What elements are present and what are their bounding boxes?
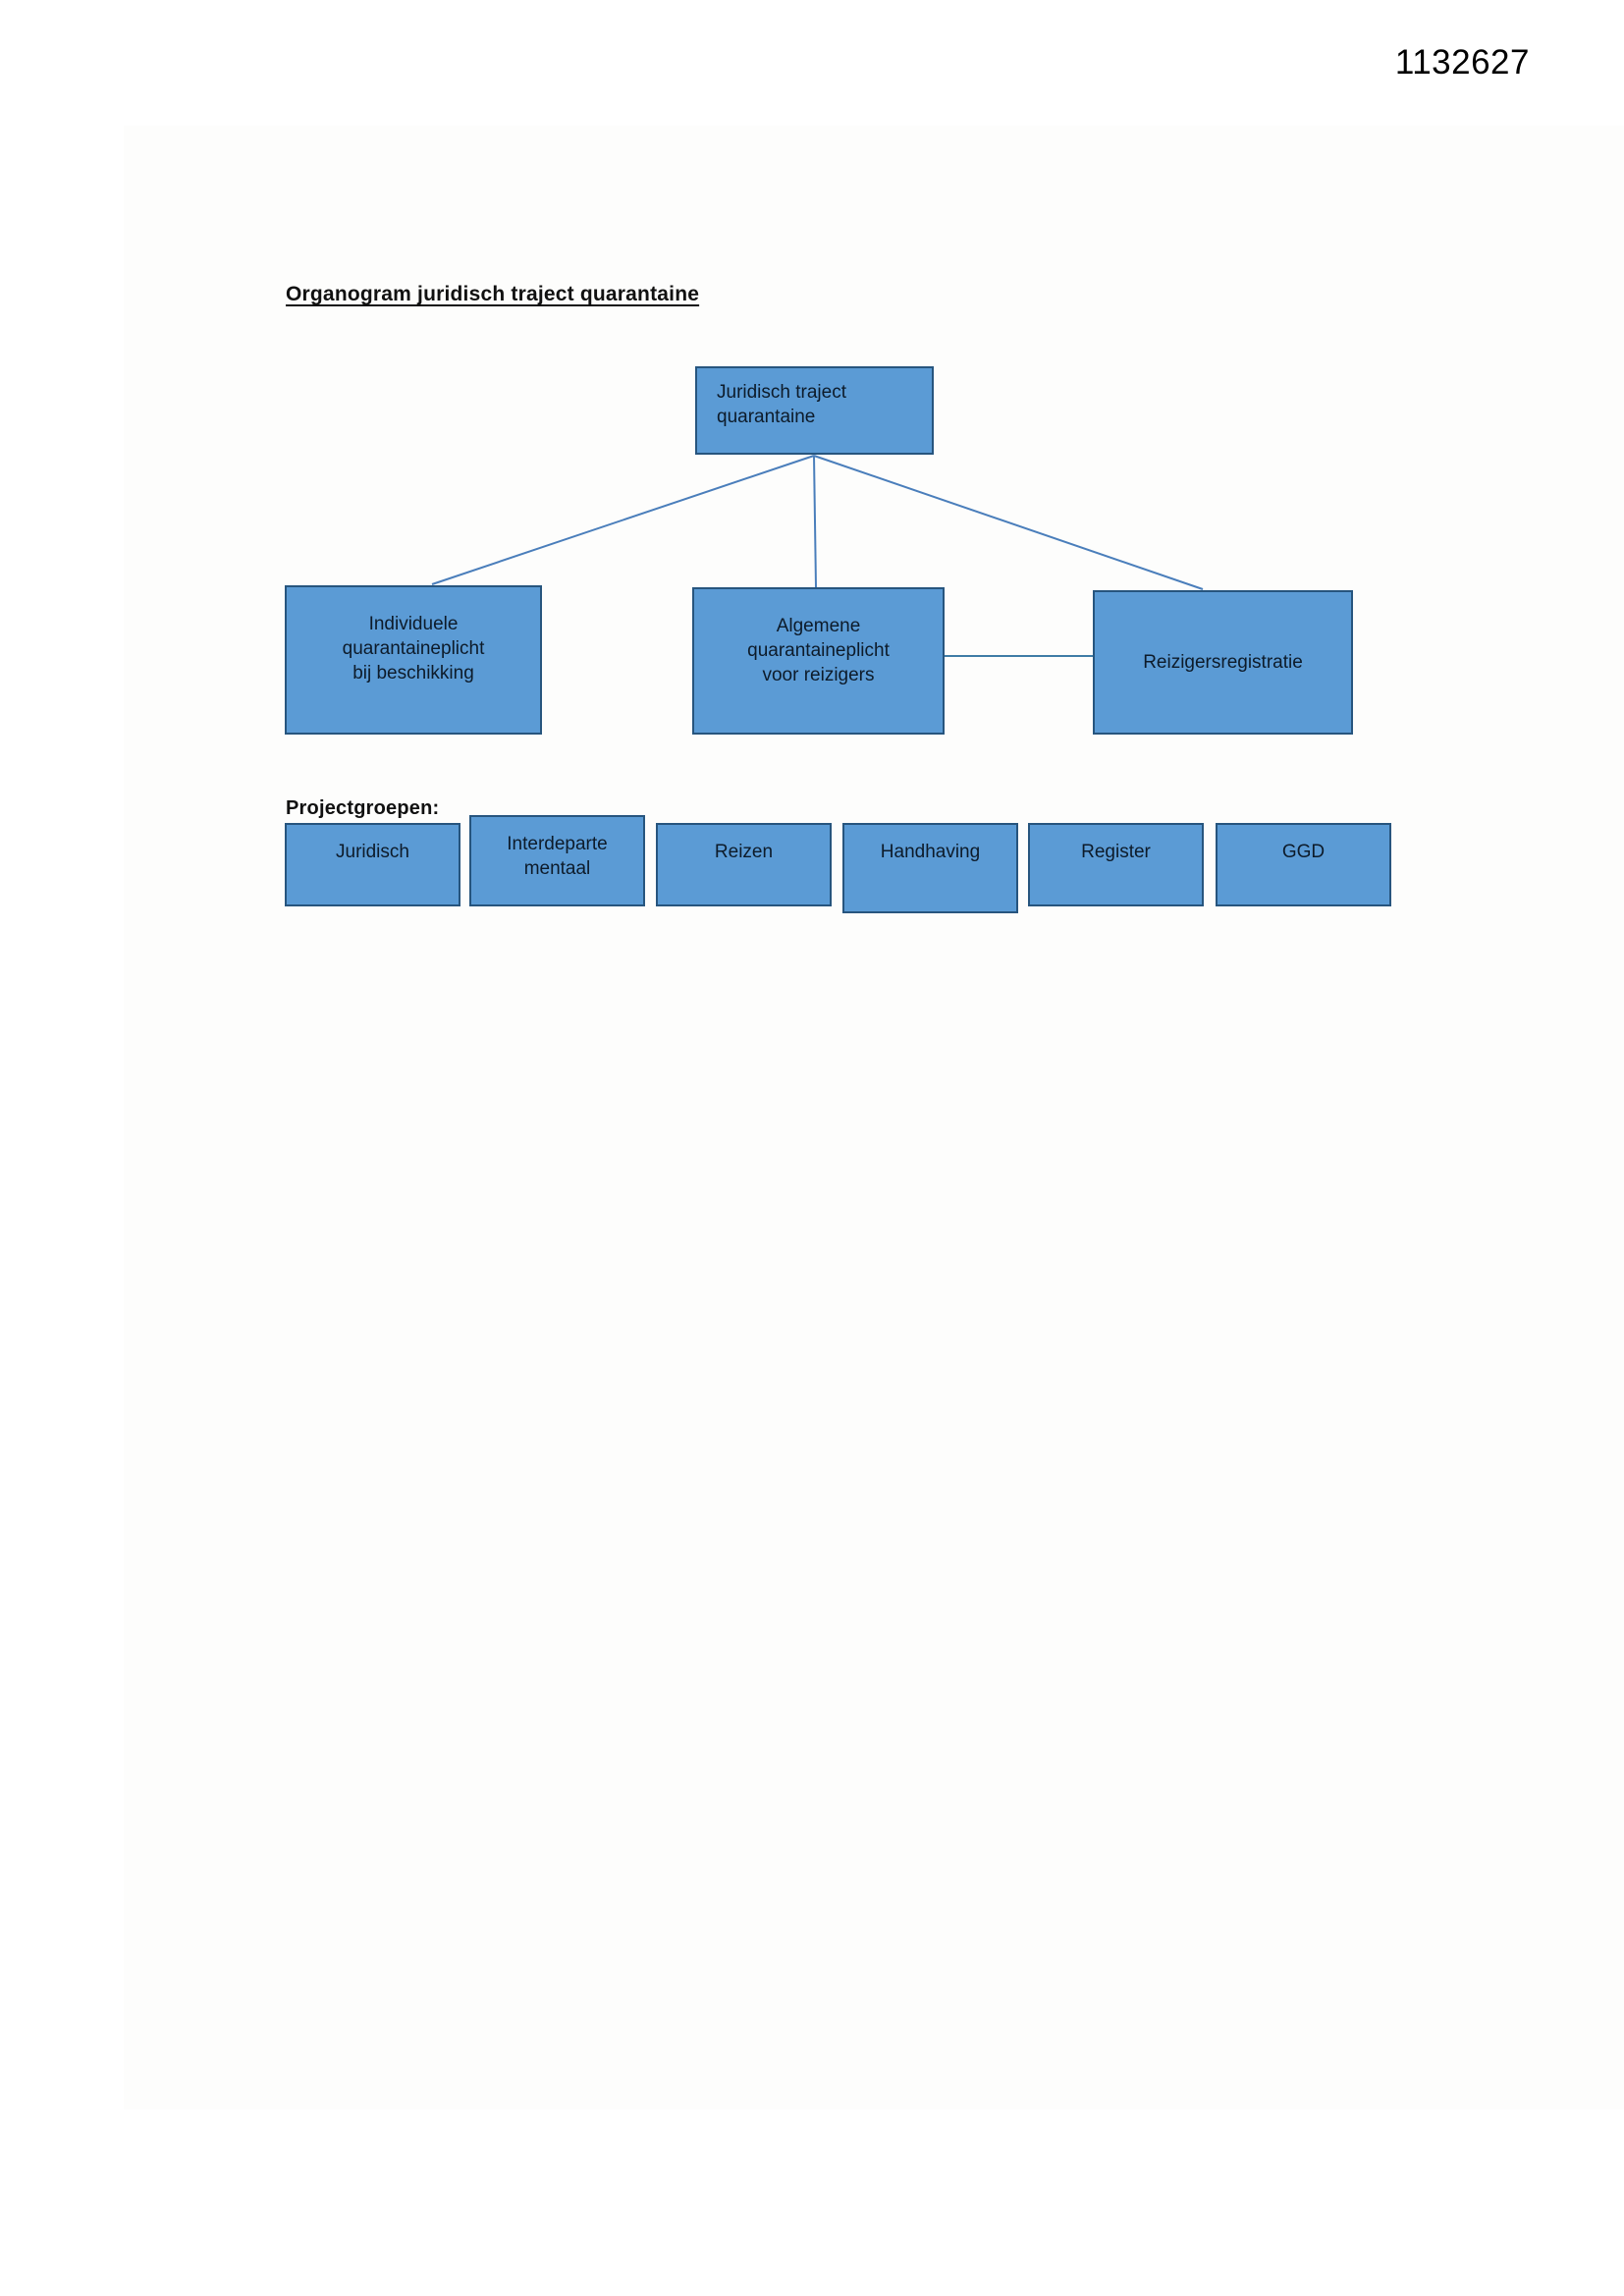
org-node-reizigersregistratie[interactable]: Reizigersregistratie <box>1093 590 1353 735</box>
project-group-handhaving[interactable]: Handhaving <box>842 823 1018 913</box>
org-node-algemene-quarantaineplicht[interactable]: Algemene quarantaineplicht voor reiziger… <box>692 587 945 735</box>
project-group-label: Juridisch <box>336 842 409 862</box>
project-group-reizen[interactable]: Reizen <box>656 823 832 906</box>
org-node-juridisch-traject-quarantaine[interactable]: Juridisch traject quarantaine <box>695 366 934 455</box>
org-node-individuele-quarantaineplicht[interactable]: Individuele quarantaineplicht bij beschi… <box>285 585 542 735</box>
project-group-label: GGD <box>1281 842 1326 862</box>
project-group-register[interactable]: Register <box>1028 823 1204 906</box>
page-title: Organogram juridisch traject quarantaine <box>286 283 700 305</box>
page-number: 1132627 <box>1394 43 1530 82</box>
project-group-juridisch[interactable]: Juridisch <box>285 823 460 906</box>
project-group-interdepartementaal[interactable]: Interdeparte mentaal <box>469 815 645 906</box>
project-group-label: Register <box>1081 842 1151 862</box>
org-node-label: Juridisch traject quarantaine <box>717 382 846 428</box>
project-group-label: Reizen <box>714 842 774 862</box>
project-group-ggd[interactable]: GGD <box>1216 823 1391 906</box>
project-group-label: Handhaving <box>880 842 981 862</box>
projectgroepen-heading: Projectgroepen: <box>286 797 440 819</box>
org-node-label: Individuele quarantaineplicht bij beschi… <box>342 614 485 684</box>
project-group-label: Interdeparte mentaal <box>507 834 608 879</box>
org-node-label: Algemene quarantaineplicht voor reiziger… <box>747 616 890 686</box>
org-node-label: Reizigersregistratie <box>1143 651 1303 673</box>
